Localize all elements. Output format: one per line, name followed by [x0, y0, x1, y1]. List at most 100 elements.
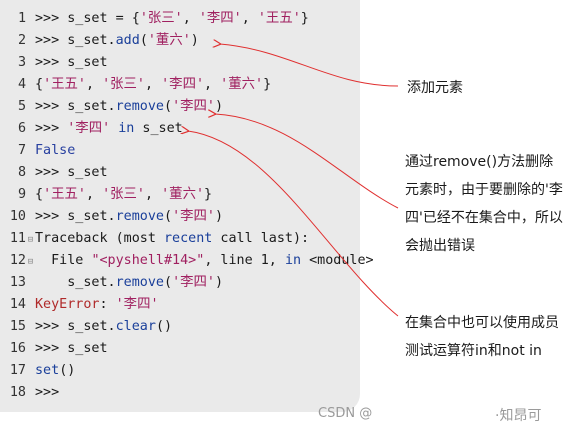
code-text: >>> s_set: [35, 338, 108, 360]
code-text: >>> s_set.remove('李四'): [35, 96, 223, 118]
code-token: '李四': [172, 99, 215, 114]
code-token: >>> s_set: [35, 341, 108, 356]
code-token: }: [263, 77, 272, 92]
code-token: "<pyshell#14>": [91, 253, 205, 268]
line-number: 18: [9, 385, 26, 400]
code-token: ,: [85, 187, 103, 202]
code-token: (): [59, 363, 76, 378]
code-token: remove: [115, 209, 164, 224]
code-token: '董六': [220, 77, 264, 92]
arrow-remove: [215, 114, 399, 209]
code-token: set: [35, 363, 60, 378]
line-number: 12: [9, 253, 26, 268]
code-line: 7 False: [0, 140, 75, 162]
code-line: 6 >>> '李四' in s_set: [0, 118, 183, 140]
code-text: >>> s_set.add('董六'): [35, 30, 199, 52]
code-token: ): [190, 33, 199, 48]
arrow-add: [220, 44, 399, 87]
line-number: 6: [17, 121, 26, 136]
code-token: (): [155, 319, 173, 334]
code-token: '李四': [198, 11, 242, 26]
code-token: ,: [241, 11, 258, 26]
line-number: 10: [9, 209, 26, 224]
code-token: ): [214, 209, 224, 224]
line-number: 3: [17, 55, 26, 70]
code-token: (: [164, 209, 173, 224]
code-token: }: [204, 187, 213, 202]
code-token: s_set.: [35, 275, 116, 290]
code-line: 4 {'王五', '张三', '李四', '董六'}: [0, 74, 271, 96]
code-token: :: [99, 297, 116, 312]
code-text: >>>: [35, 382, 59, 404]
line-number: 4: [17, 77, 26, 92]
annotation-add: 添加元素: [407, 80, 463, 96]
code-token: remove: [115, 99, 164, 114]
code-token: in: [284, 253, 302, 268]
code-token: '董六': [147, 33, 191, 48]
code-token: '李四': [161, 77, 205, 92]
arrow-in-test: [188, 131, 399, 317]
code-token: >>> s_set.: [35, 319, 116, 334]
line-number: 5: [17, 99, 26, 114]
watermark-zhihu: ·知昂可: [495, 408, 542, 424]
code-line: 11⊟Traceback (most recent call last):: [0, 228, 309, 250]
code-token: in: [118, 121, 135, 136]
code-line: 12⊟ File "<pyshell#14>", line 1, in <mod…: [0, 250, 374, 272]
code-token: '李四': [172, 275, 215, 290]
line-number: 15: [9, 319, 26, 334]
code-token: >>> s_set = {: [35, 11, 140, 26]
code-line: 16 >>> s_set: [0, 338, 108, 360]
code-token: '张三': [102, 187, 145, 202]
code-token: '董六': [161, 187, 205, 202]
line-number: 1: [17, 11, 26, 26]
code-token: >>> s_set.: [35, 33, 116, 48]
code-line: 9 {'王五', '张三', '董六'}: [0, 184, 212, 206]
code-token: ): [214, 99, 224, 114]
fold-toggle-icon[interactable]: ⊟: [27, 235, 34, 245]
code-text: >>> s_set.clear(): [35, 316, 172, 338]
code-token: >>> s_set.: [35, 209, 116, 224]
code-line: 18 >>>: [0, 382, 59, 404]
line-number: 16: [9, 341, 26, 356]
line-number: 9: [17, 187, 26, 202]
line-number: 17: [9, 363, 26, 378]
code-line: 10 >>> s_set.remove('李四'): [0, 206, 223, 228]
code-text: >>> s_set.remove('李四'): [35, 206, 223, 228]
code-text: {'王五', '张三', '李四', '董六'}: [35, 74, 271, 96]
code-line: 3 >>> s_set: [0, 52, 108, 74]
code-token: ,: [145, 187, 162, 202]
code-line: 5 >>> s_set.remove('李四'): [0, 96, 223, 118]
code-token: ): [214, 275, 224, 290]
code-token: '李四': [172, 209, 215, 224]
code-token: clear: [115, 319, 156, 334]
code-text: False: [35, 140, 75, 162]
code-token: (: [164, 99, 173, 114]
code-text: {'王五', '张三', '董六'}: [35, 184, 212, 206]
code-token: False: [35, 143, 76, 158]
code-token: '王五': [43, 187, 86, 202]
line-number: 11: [9, 231, 26, 246]
line-number: 2: [17, 33, 26, 48]
code-token: >>>: [35, 121, 68, 136]
code-token: s_set: [134, 121, 183, 136]
code-token: {: [35, 187, 44, 202]
code-text: >>> '李四' in s_set: [35, 118, 183, 140]
code-token: recent: [164, 231, 213, 246]
code-line: 15 >>> s_set.clear(): [0, 316, 172, 338]
code-token: '王五': [43, 77, 86, 92]
code-token: >>> s_set: [35, 165, 108, 180]
code-token: {: [35, 77, 44, 92]
code-token: ,: [204, 77, 221, 92]
code-token: ,: [85, 77, 103, 92]
code-text: File "<pyshell#14>", line 1, in <module>: [35, 250, 374, 272]
code-token: KeyError: [35, 297, 100, 312]
code-token: '张三': [102, 77, 145, 92]
annotation-remove: 通过remove()方法删除元素时，由于要删除的'李四'已经不在集合中，所以会抛…: [405, 154, 563, 254]
fold-toggle-icon[interactable]: ⊟: [27, 257, 34, 267]
code-token: File: [35, 253, 92, 268]
code-line: 1 >>> s_set = {'张三', '李四', '王五'}: [0, 8, 309, 30]
watermark-csdn: CSDN @: [318, 406, 373, 421]
code-panel: 1 >>> s_set = {'张三', '李四', '王五'}2 >>> s_…: [0, 0, 374, 412]
code-token: '李四': [115, 297, 159, 312]
